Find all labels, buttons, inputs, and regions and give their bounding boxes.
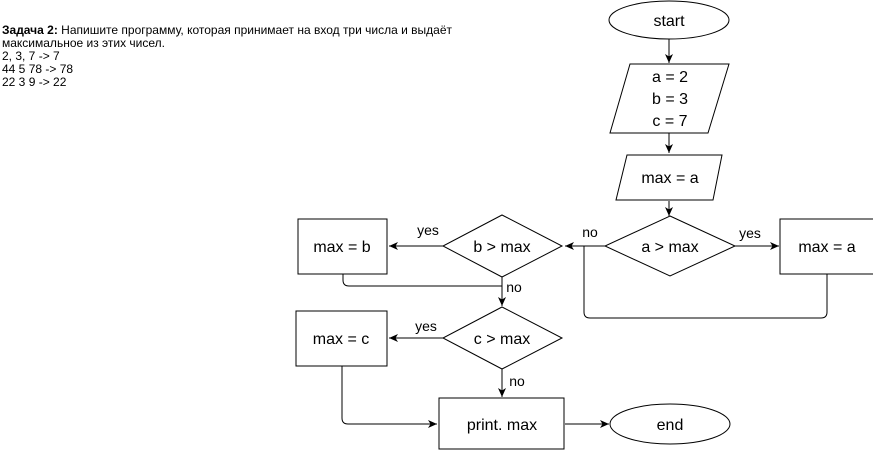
input-a: a = 2 xyxy=(652,69,688,86)
edge-label-b-yes: yes xyxy=(417,222,439,238)
assign-a-label: max = a xyxy=(798,239,855,256)
task-label: Задача 2: xyxy=(2,23,58,37)
node-end: end xyxy=(609,403,731,445)
decision-c: c > max xyxy=(441,306,564,370)
node-assign-c: max = c xyxy=(295,310,388,367)
edge-label-a-no: no xyxy=(582,224,598,240)
task-example-1: 2, 3, 7 -> 7 xyxy=(2,49,60,63)
edge-label-a-yes: yes xyxy=(739,225,761,241)
decision-a: a > max xyxy=(603,215,737,277)
edge-label-c-yes: yes xyxy=(415,318,437,334)
node-assign-b: max = b xyxy=(297,218,388,275)
decision-b: b > max xyxy=(441,214,564,278)
input-c: c = 7 xyxy=(652,113,687,130)
output-label: print. max xyxy=(467,417,537,434)
assign-c-label: max = c xyxy=(313,331,369,348)
edge-assign-c-output xyxy=(341,366,437,428)
task-example-2: 44 5 78 -> 78 xyxy=(2,62,74,76)
task-description-1: Напишите программу, которая принимает на… xyxy=(57,23,452,37)
task-heading-line: Задача 2: Напишите программу, которая пр… xyxy=(2,24,562,37)
node-assign-a: max = a xyxy=(779,218,873,275)
init-label: max = a xyxy=(641,170,698,187)
edge-assign-a-return xyxy=(583,246,828,319)
edge-label-b-no: no xyxy=(506,279,522,295)
input-b: b = 3 xyxy=(652,91,688,108)
edge-label-c-no: no xyxy=(509,373,525,389)
task-statement: Задача 2: Напишите программу, которая пр… xyxy=(2,24,562,89)
start-label: start xyxy=(653,13,685,30)
node-start: start xyxy=(608,0,730,40)
node-init: max = a xyxy=(615,154,723,201)
edge-assign-b-return xyxy=(342,274,502,287)
node-input: a = 2 b = 3 c = 7 xyxy=(609,63,730,134)
task-description-2: максимальное из этих чисел. xyxy=(2,36,165,50)
task-example-3: 22 3 9 -> 22 xyxy=(2,75,67,89)
decision-a-label: a > max xyxy=(641,239,698,256)
flow-edges xyxy=(341,39,828,428)
decision-c-label: c > max xyxy=(474,331,530,348)
end-label: end xyxy=(657,417,684,434)
assign-b-label: max = b xyxy=(313,239,370,256)
node-output: print. max xyxy=(438,397,565,450)
decision-b-label: b > max xyxy=(473,239,530,256)
